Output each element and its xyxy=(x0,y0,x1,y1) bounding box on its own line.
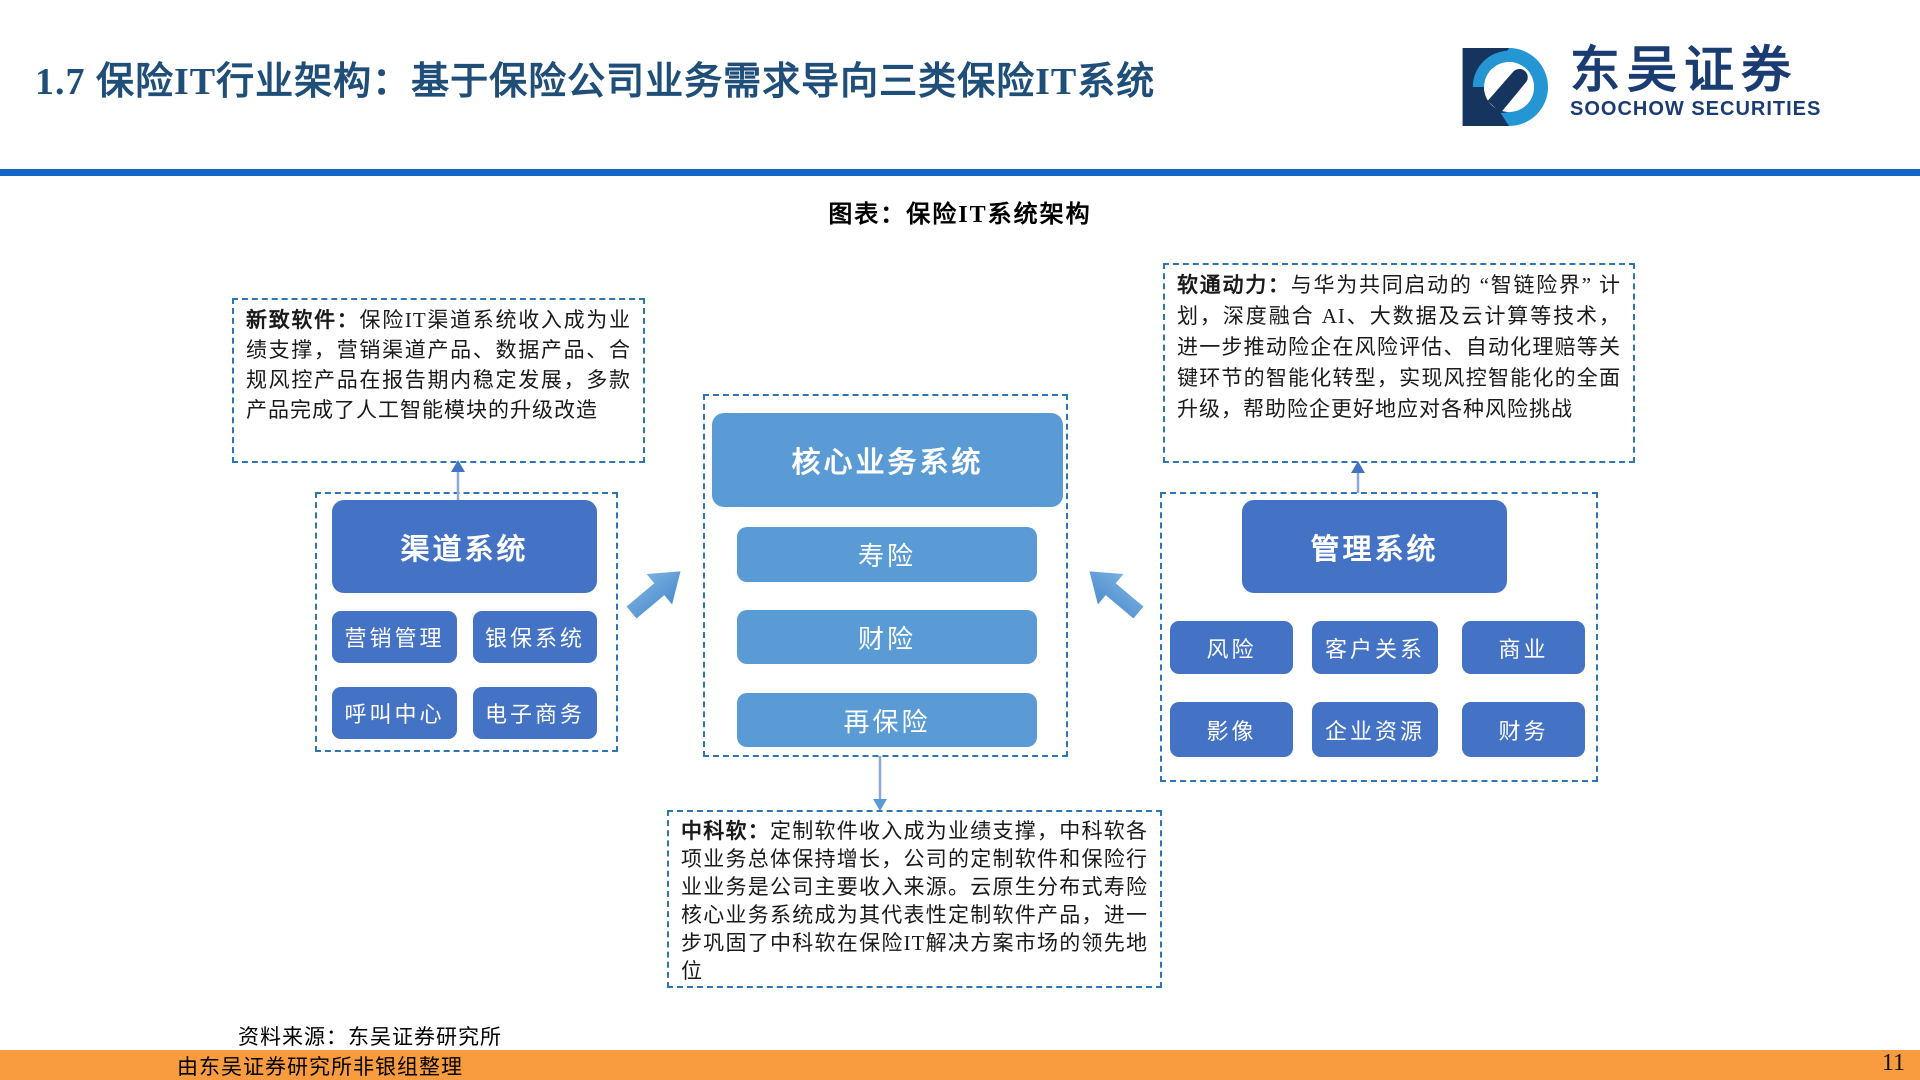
page-number: 11 xyxy=(1881,1050,1905,1076)
channel-system-group xyxy=(315,492,618,752)
source-line-1: 资料来源：东吴证券研究所 xyxy=(238,1025,502,1049)
node-call-center: 呼叫中心 xyxy=(332,687,457,739)
management-system-group xyxy=(1160,492,1598,782)
arrow-mgmt-to-core-icon xyxy=(1089,571,1144,619)
node-channel-system: 渠道系统 xyxy=(332,500,597,593)
note-sinosoft-label: 中科软： xyxy=(681,819,770,843)
node-reinsurance: 再保险 xyxy=(737,693,1037,747)
page-title: 1.7 保险IT行业架构：基于保险公司业务需求导向三类保险IT系统 xyxy=(35,61,1156,103)
node-risk: 风险 xyxy=(1170,621,1293,674)
arrow-core-to-note-icon xyxy=(873,756,887,811)
figure-caption: 图表：保险IT系统架构 xyxy=(828,202,1092,228)
note-isoftstone-body: 与华为共同启动的 “智链险界” 计划，深度融合 AI、大数据及云计算等技术，进一… xyxy=(1177,273,1622,421)
note-xinzhi-text: 新致软件：保险IT渠道系统收入成为业绩支撑，营销渠道产品、数据产品、合规风控产品… xyxy=(246,305,631,425)
note-sinosoft-text: 中科软：定制软件收入成为业绩支撑，中科软各项业务总体保持增长，公司的定制软件和保… xyxy=(681,817,1148,985)
logo-en-name: SOOCHOW SECURITIES xyxy=(1570,98,1822,120)
core-system-group xyxy=(703,394,1068,757)
note-isoftstone-text: 软通动力：与华为共同启动的 “智链险界” 计划，深度融合 AI、大数据及云计算等… xyxy=(1177,270,1621,425)
note-isoftstone-label: 软通动力： xyxy=(1177,273,1291,297)
arrow-channel-to-note-icon xyxy=(451,460,465,500)
node-ecommerce: 电子商务 xyxy=(473,687,597,739)
footer-orange-bar xyxy=(0,1050,1920,1080)
node-finance: 财务 xyxy=(1462,702,1585,757)
arrow-channel-to-core-icon xyxy=(626,571,681,619)
note-sinosoft-body: 定制软件收入成为业绩支撑，中科软各项业务总体保持增长，公司的定制软件和保险行业业… xyxy=(681,819,1148,983)
node-imaging: 影像 xyxy=(1170,702,1293,757)
node-property-insurance: 财险 xyxy=(737,610,1037,664)
note-xinzhi-label: 新致软件： xyxy=(246,308,360,332)
note-xinzhi-body: 保险IT渠道系统收入成为业绩支撑，营销渠道产品、数据产品、合规风控产品在报告期内… xyxy=(246,308,632,422)
arrow-mgmt-to-note-icon xyxy=(1351,461,1365,493)
soochow-logo-text: 东吴证券 SOOCHOW SECURITIES xyxy=(1570,42,1821,120)
note-xinzhi-software: 新致软件：保险IT渠道系统收入成为业绩支撑，营销渠道产品、数据产品、合规风控产品… xyxy=(232,298,645,463)
source-line-2: 由东吴证券研究所非银组整理 xyxy=(177,1055,463,1079)
node-marketing-mgmt: 营销管理 xyxy=(332,611,457,663)
node-customer-relations: 客户关系 xyxy=(1312,621,1438,674)
node-enterprise-resource: 企业资源 xyxy=(1312,702,1438,757)
node-management-system: 管理系统 xyxy=(1242,500,1507,593)
node-bancassurance: 银保系统 xyxy=(473,611,597,663)
logo-cn-name: 东吴证券 xyxy=(1570,42,1798,98)
node-life-insurance: 寿险 xyxy=(737,527,1037,582)
node-commerce: 商业 xyxy=(1462,621,1585,674)
note-isoftstone: 软通动力：与华为共同启动的 “智链险界” 计划，深度融合 AI、大数据及云计算等… xyxy=(1163,263,1635,463)
soochow-logo: 东吴证券 SOOCHOW SECURITIES xyxy=(1462,42,1821,126)
soochow-logo-icon xyxy=(1462,48,1548,126)
node-core-business-system: 核心业务系统 xyxy=(712,413,1063,507)
note-sinosoft: 中科软：定制软件收入成为业绩支撑，中科软各项业务总体保持增长，公司的定制软件和保… xyxy=(667,810,1162,988)
header-divider-line xyxy=(0,169,1920,176)
